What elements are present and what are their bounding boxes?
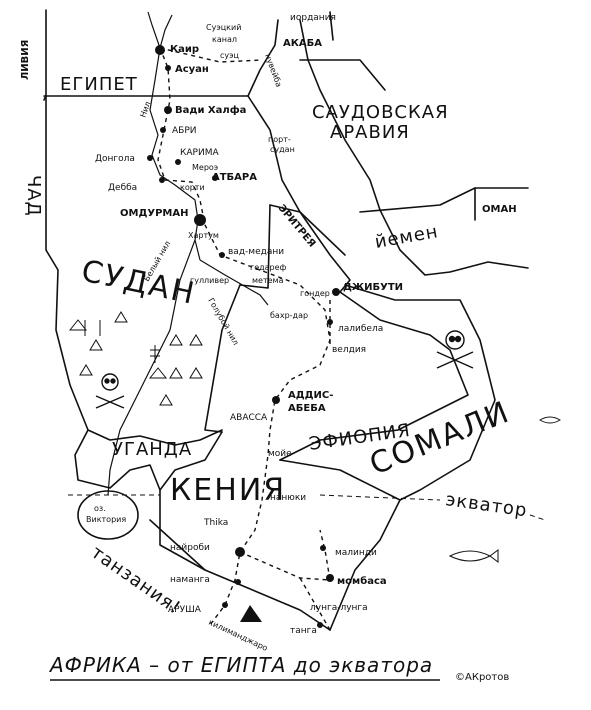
label-abri: АБРИ: [172, 126, 197, 136]
map-title: АФРИКА – от ЕГИПТА до экватора: [48, 653, 433, 677]
label-suez-3: суэц: [220, 51, 240, 60]
label-malindi: малинди: [335, 548, 377, 558]
label-jordan: иордания: [290, 13, 336, 23]
label-djibouti: ДЖИБУТИ: [343, 282, 403, 293]
label-debba: Дебба: [108, 183, 137, 193]
city-dot-wad-medani: [219, 252, 225, 258]
label-suez-2: канал: [212, 35, 237, 44]
label-saudi-1: САУДОВСКАЯ: [312, 102, 449, 123]
label-wadi-halfa: Вади Халфа: [175, 104, 246, 116]
city-dot-dongola: [147, 155, 153, 161]
label-nanyuki: нанюки: [270, 493, 306, 503]
label-metema: метема: [252, 276, 284, 285]
city-dot-arusha: [222, 602, 228, 608]
label-gedaref: гедареф: [250, 263, 287, 272]
label-aqaba: АКАБА: [283, 38, 322, 49]
author-signature: ©АКротов: [455, 672, 509, 683]
skull-icon-2: [436, 330, 474, 369]
label-sudan: СУДАН: [78, 254, 198, 312]
label-karima: КАРИМА: [180, 148, 219, 158]
label-port-sudan-2: судан: [270, 145, 295, 154]
city-dot-addis: [272, 396, 280, 404]
label-nairobi: найроби: [170, 543, 210, 553]
label-gonder: гондер: [300, 289, 330, 298]
city-dot-djibouti: [332, 288, 340, 296]
trees-icon: [68, 311, 203, 406]
rivers: [107, 11, 269, 496]
city-dot-abri: [160, 127, 166, 133]
label-uganda: УГАНДА: [112, 439, 192, 460]
label-suez-1: Суэцкий: [206, 23, 241, 32]
label-aswan: Асуан: [175, 64, 209, 75]
label-kenya: КЕНИЯ: [170, 473, 286, 508]
label-cairo: Каир: [170, 44, 199, 55]
label-egypt: ЕГИПЕТ: [60, 74, 138, 95]
city-dot-wadi-halfa: [164, 106, 172, 114]
label-bahir-dar: бахр-дар: [270, 311, 308, 320]
label-weldiya: велдия: [332, 345, 366, 355]
label-nuweiba: нувейба: [263, 53, 283, 89]
label-khartoum: Хартум: [188, 231, 219, 240]
label-chad: ЧАД: [23, 175, 44, 217]
label-tanga: танга: [290, 626, 317, 636]
label-yemen: йемен: [373, 221, 440, 253]
city-dot-namanga: [235, 579, 241, 585]
borders: [43, 9, 529, 631]
label-thika: Thika: [203, 518, 228, 528]
city-dots: [147, 45, 340, 628]
city-dot-mombasa: [326, 574, 334, 582]
city-dot-debba: [159, 177, 165, 183]
label-lunga-lunga: лунга-лунга: [310, 603, 368, 613]
city-dot-atbara: [212, 175, 218, 181]
label-wad-medani: вад-медани: [228, 247, 284, 257]
skull-icon: [95, 373, 125, 409]
label-mombasa: момбаса: [337, 575, 387, 587]
label-arusha: АРУША: [168, 605, 202, 615]
label-oman: ОМАН: [482, 204, 517, 215]
label-moyale: мойе: [268, 449, 292, 459]
label-lake-victoria-2: Виктория: [86, 515, 126, 524]
label-tulli: гулливер: [190, 276, 229, 285]
label-eritrea: ЭРИТРЕЯ: [276, 203, 318, 250]
city-dot-khartoum: [194, 214, 206, 226]
city-dot-nairobi: [235, 547, 245, 557]
label-lake-victoria-1: оз.: [94, 504, 106, 513]
label-addis-2: АБЕБА: [288, 403, 326, 414]
label-namanga: наманга: [170, 575, 210, 585]
label-equator: экватор: [444, 489, 528, 521]
label-merowe: Мероэ: [192, 163, 218, 172]
city-dot-lalibela: [327, 319, 333, 325]
label-libya: ЛИВИЯ: [20, 40, 31, 80]
label-lalibela: лалибела: [338, 324, 383, 334]
label-blue-nile: Голубой нил: [206, 297, 240, 347]
city-dot-cairo: [155, 45, 165, 55]
kilimanjaro-icon: [240, 605, 262, 622]
city-dot-aswan: [165, 65, 171, 71]
label-omdurman: ОМДУРМАН: [120, 208, 188, 219]
label-saudi-2: АРАВИЯ: [330, 122, 410, 143]
label-dongola: Донгола: [95, 154, 135, 164]
label-addis-1: АДДИС-: [288, 390, 333, 401]
label-kilimanjaro: килиманджаро: [207, 618, 269, 653]
city-dot-karima: [175, 159, 181, 165]
city-dot-tanga: [317, 622, 323, 628]
label-korti: корти: [180, 183, 205, 192]
label-atbara: АТБАРА: [212, 172, 257, 183]
route: [157, 47, 331, 631]
equator-line: [68, 494, 546, 521]
fish-icon: [448, 416, 561, 563]
city-dot-malindi: [320, 545, 326, 551]
label-port-sudan-1: порт-: [268, 135, 291, 144]
label-awassa: АВАССА: [230, 413, 268, 423]
